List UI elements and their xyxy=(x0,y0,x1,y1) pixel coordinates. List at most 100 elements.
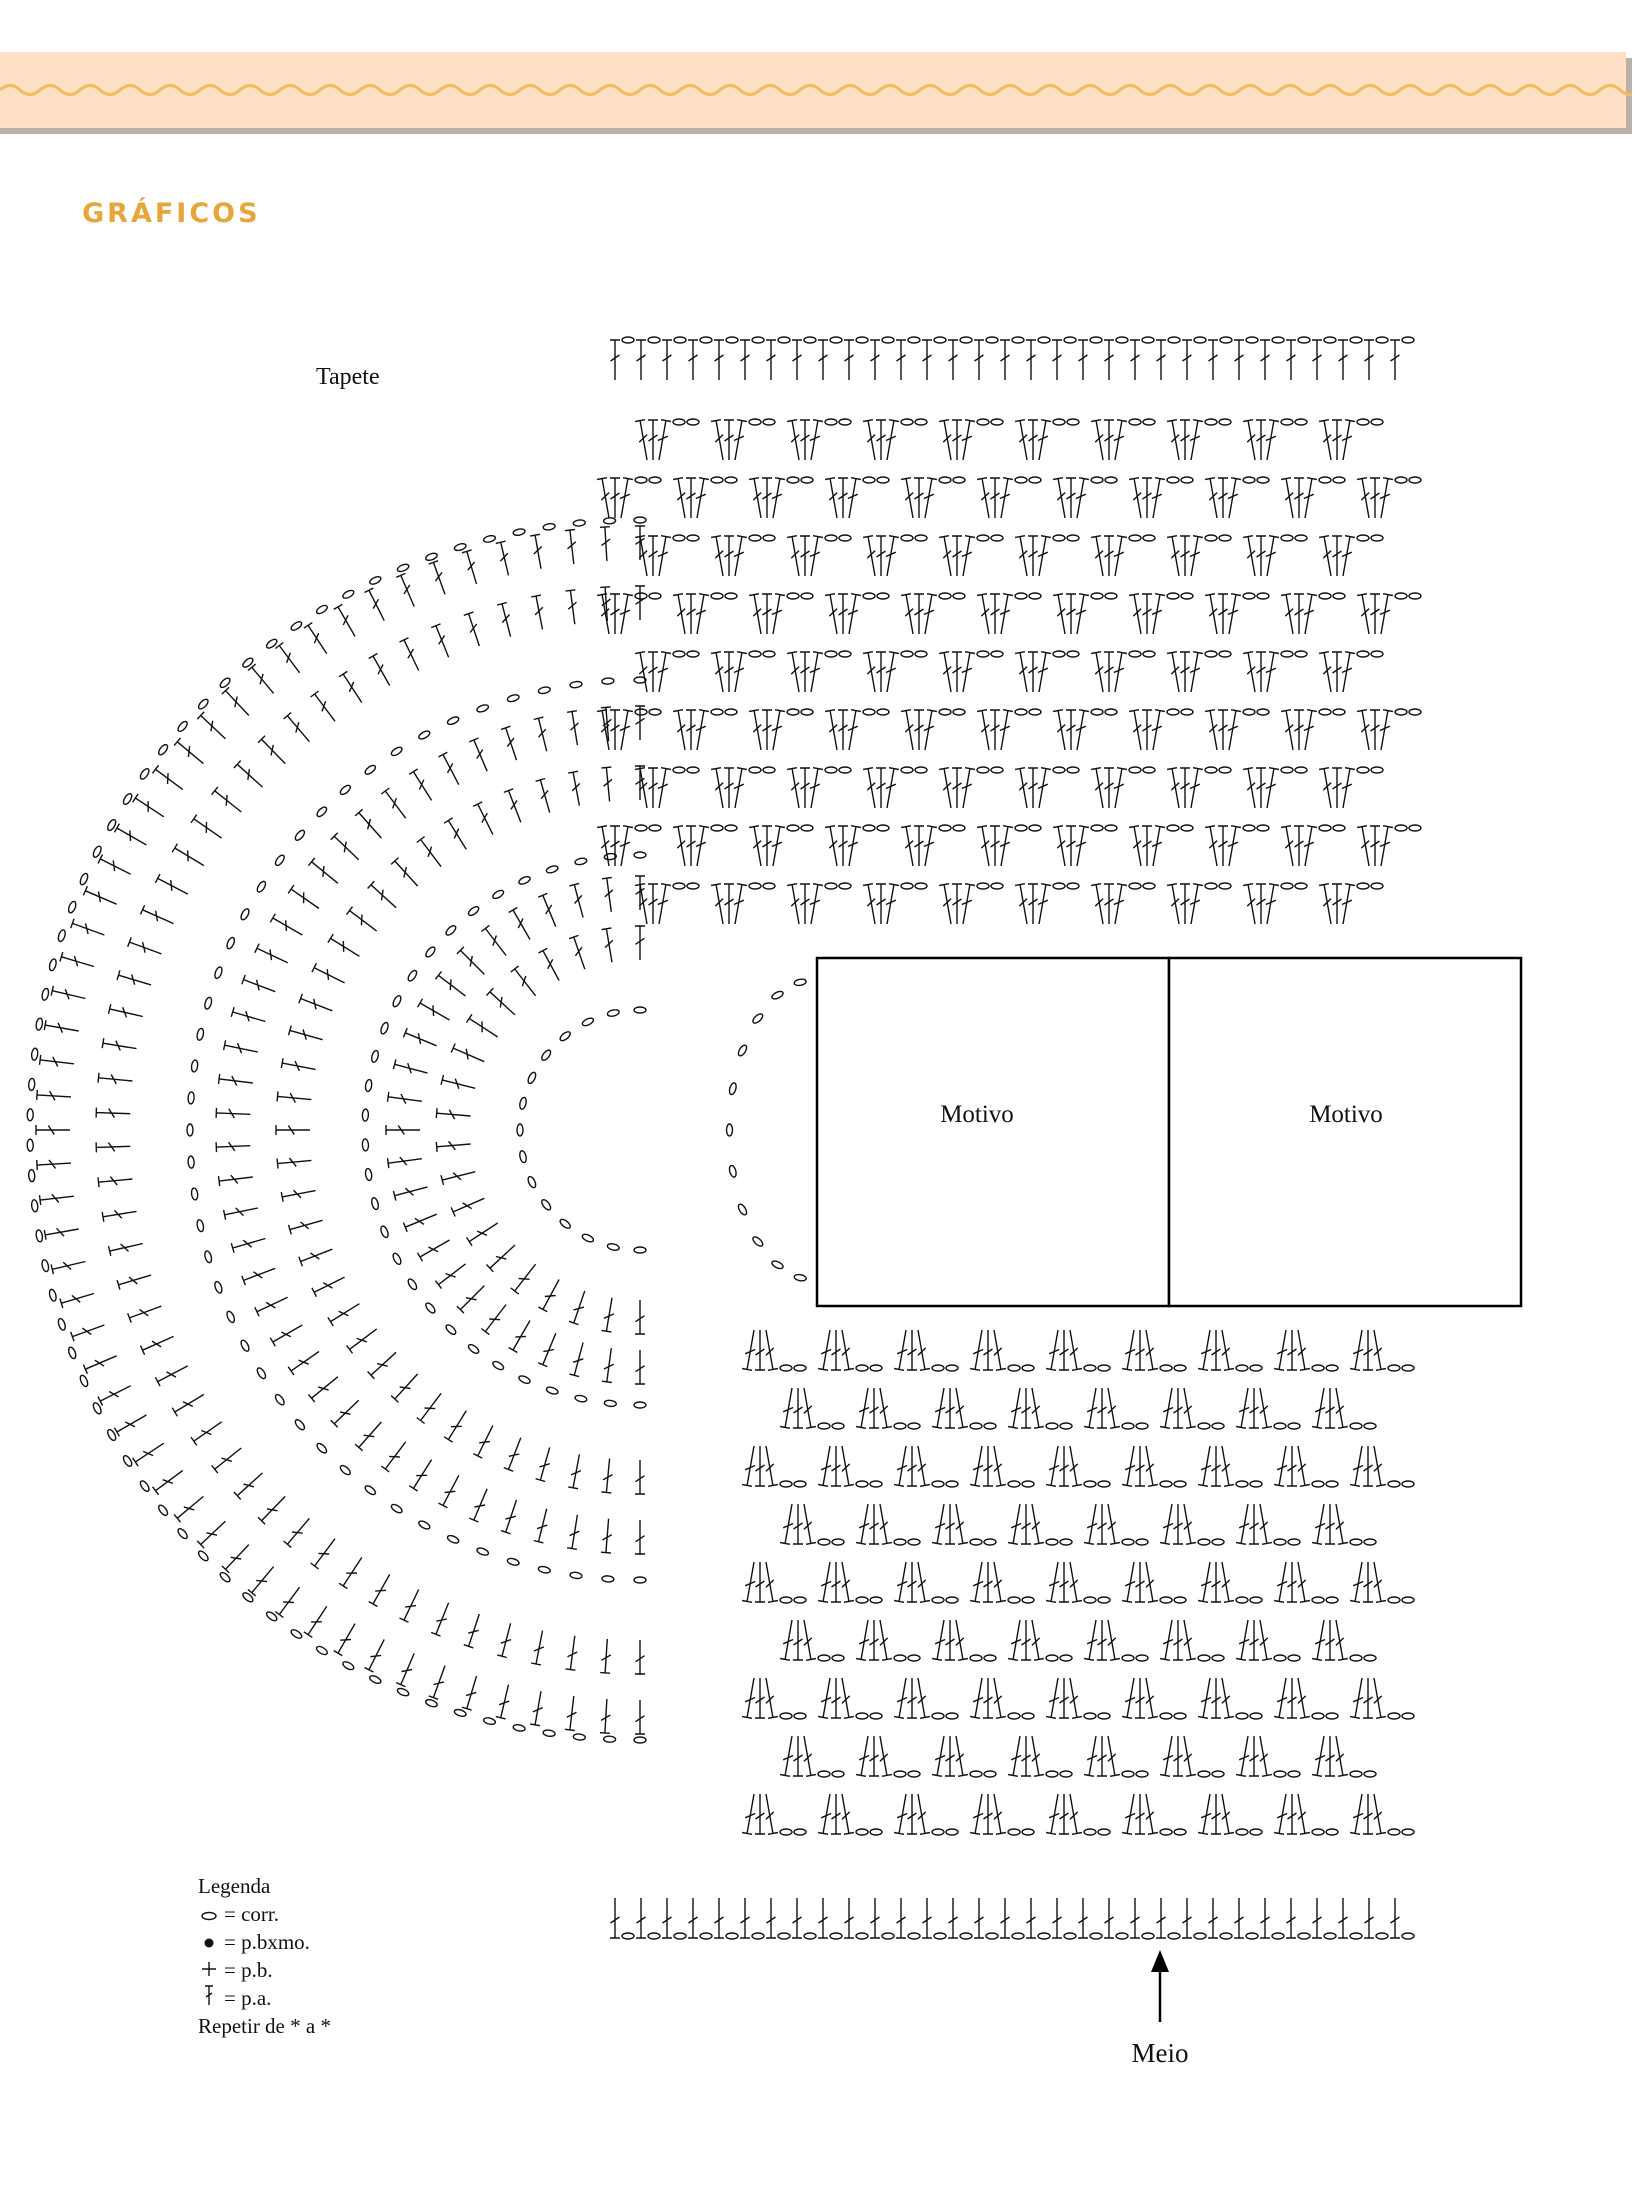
stitch-dc xyxy=(765,1329,779,1371)
stitch-dc xyxy=(132,793,165,818)
stitch-dc xyxy=(672,593,686,635)
stitch-chain xyxy=(1256,824,1270,832)
stitch-dc xyxy=(755,1678,765,1719)
stitch-dc xyxy=(1197,1329,1212,1371)
stitch-dc xyxy=(1280,825,1294,867)
stitch-dc xyxy=(303,622,328,655)
stitch-dc xyxy=(862,651,876,693)
stitch-dc xyxy=(1069,1445,1083,1487)
stitch-dc xyxy=(809,535,824,577)
stitch-chain xyxy=(1387,1828,1401,1836)
stitch-chain xyxy=(1021,1364,1035,1372)
stitch-dc xyxy=(500,1499,518,1535)
stitch-dc xyxy=(779,1387,794,1429)
stitch-dc xyxy=(1145,1445,1159,1487)
stitch-chain xyxy=(710,824,724,832)
stitch-chain xyxy=(418,1520,431,1530)
stitch-chain xyxy=(1166,476,1180,484)
stitch-chain xyxy=(1245,336,1259,344)
stitch-chain xyxy=(699,1932,713,1940)
stitch-dc xyxy=(1363,1330,1373,1371)
stitch-dc xyxy=(766,1898,776,1939)
stitch-chain xyxy=(418,730,431,740)
stitch-dc xyxy=(310,690,336,722)
stitch-chain xyxy=(425,1302,436,1314)
stitch-dc xyxy=(952,767,962,808)
stitch-chain xyxy=(699,336,713,344)
stitch-dc xyxy=(330,832,360,861)
stitch-dc xyxy=(710,651,724,693)
stitch-dc xyxy=(1121,1329,1136,1371)
stitch-chain xyxy=(370,1197,380,1211)
stitch-dc xyxy=(508,1320,531,1354)
stitch-dc xyxy=(831,1446,841,1487)
stitch-chain xyxy=(1128,766,1142,774)
stitch-dc xyxy=(818,339,828,380)
stitch-dc xyxy=(1182,339,1192,380)
stitch-chain xyxy=(1325,1828,1339,1836)
stitch-dc xyxy=(714,339,724,380)
stitch-chain xyxy=(786,592,800,600)
stitch-dc xyxy=(1211,1794,1221,1835)
stitch-chain xyxy=(1021,1712,1035,1720)
stitch-dc xyxy=(876,535,886,576)
stitch-dc xyxy=(1104,419,1114,460)
stitch-dc xyxy=(817,1329,832,1371)
stitch-dc xyxy=(97,1385,131,1406)
stitch-chain xyxy=(467,906,480,917)
stitch-chain xyxy=(424,552,438,561)
stitch-chain xyxy=(1197,1422,1211,1430)
stitch-dc xyxy=(257,1495,286,1525)
stitch-chain xyxy=(1204,766,1218,774)
stitch-chain xyxy=(752,1236,764,1247)
stitch-dc xyxy=(1211,1562,1221,1603)
stitch-chain xyxy=(900,534,914,542)
stitch-chain xyxy=(1167,1932,1181,1940)
stitch-chain xyxy=(1180,592,1194,600)
stitch-chain xyxy=(817,1538,831,1546)
stitch-chain xyxy=(983,1422,997,1430)
stitch-dc xyxy=(771,825,786,867)
stitch-chain xyxy=(541,1049,552,1061)
stitch-chain xyxy=(914,650,928,658)
stitch-dc xyxy=(1287,1678,1297,1719)
stitch-chain xyxy=(1007,1480,1021,1488)
stitch-dc xyxy=(990,709,1000,750)
stitch-dc xyxy=(596,477,610,519)
stitch-dc xyxy=(619,825,634,867)
stitch-dc xyxy=(741,1329,756,1371)
stitch-dc xyxy=(1014,535,1028,577)
stitch-chain xyxy=(1273,1770,1287,1778)
stitch-chain xyxy=(725,1123,734,1137)
stitch-chain xyxy=(686,882,700,890)
stitch-dc xyxy=(824,825,838,867)
stitch-chain xyxy=(838,418,852,426)
stitch-chain xyxy=(1173,1828,1187,1836)
stitch-dc xyxy=(1028,535,1038,576)
stitch-chain xyxy=(364,1485,377,1496)
stitch-dc xyxy=(1128,709,1142,751)
stitch-dc xyxy=(841,1793,855,1835)
stitch-chain xyxy=(1287,1538,1301,1546)
stitch-dc xyxy=(648,883,658,924)
stitch-dc xyxy=(338,1557,363,1590)
stitch-dc xyxy=(435,1140,471,1152)
stitch-dc xyxy=(430,1602,450,1637)
stitch-dc xyxy=(1166,419,1180,461)
stitch-dc xyxy=(97,1072,133,1085)
stitch-dc xyxy=(1097,1736,1107,1777)
stitch-dc xyxy=(569,882,584,918)
stitch-dc xyxy=(434,970,466,997)
stitch-dc xyxy=(1183,1503,1197,1545)
stitch-dc xyxy=(817,1793,832,1835)
stitch-dc xyxy=(1211,1446,1221,1487)
stitch-chain xyxy=(869,1364,883,1372)
stitch-chain xyxy=(876,708,890,716)
stitch-chain xyxy=(581,1017,595,1027)
stitch-chain xyxy=(824,882,838,890)
stitch-dc xyxy=(241,1267,276,1286)
stitch-dc xyxy=(1204,709,1218,751)
stitch-dc xyxy=(1218,709,1228,750)
stitch-dc xyxy=(838,477,848,518)
stitch-chain xyxy=(177,720,188,733)
